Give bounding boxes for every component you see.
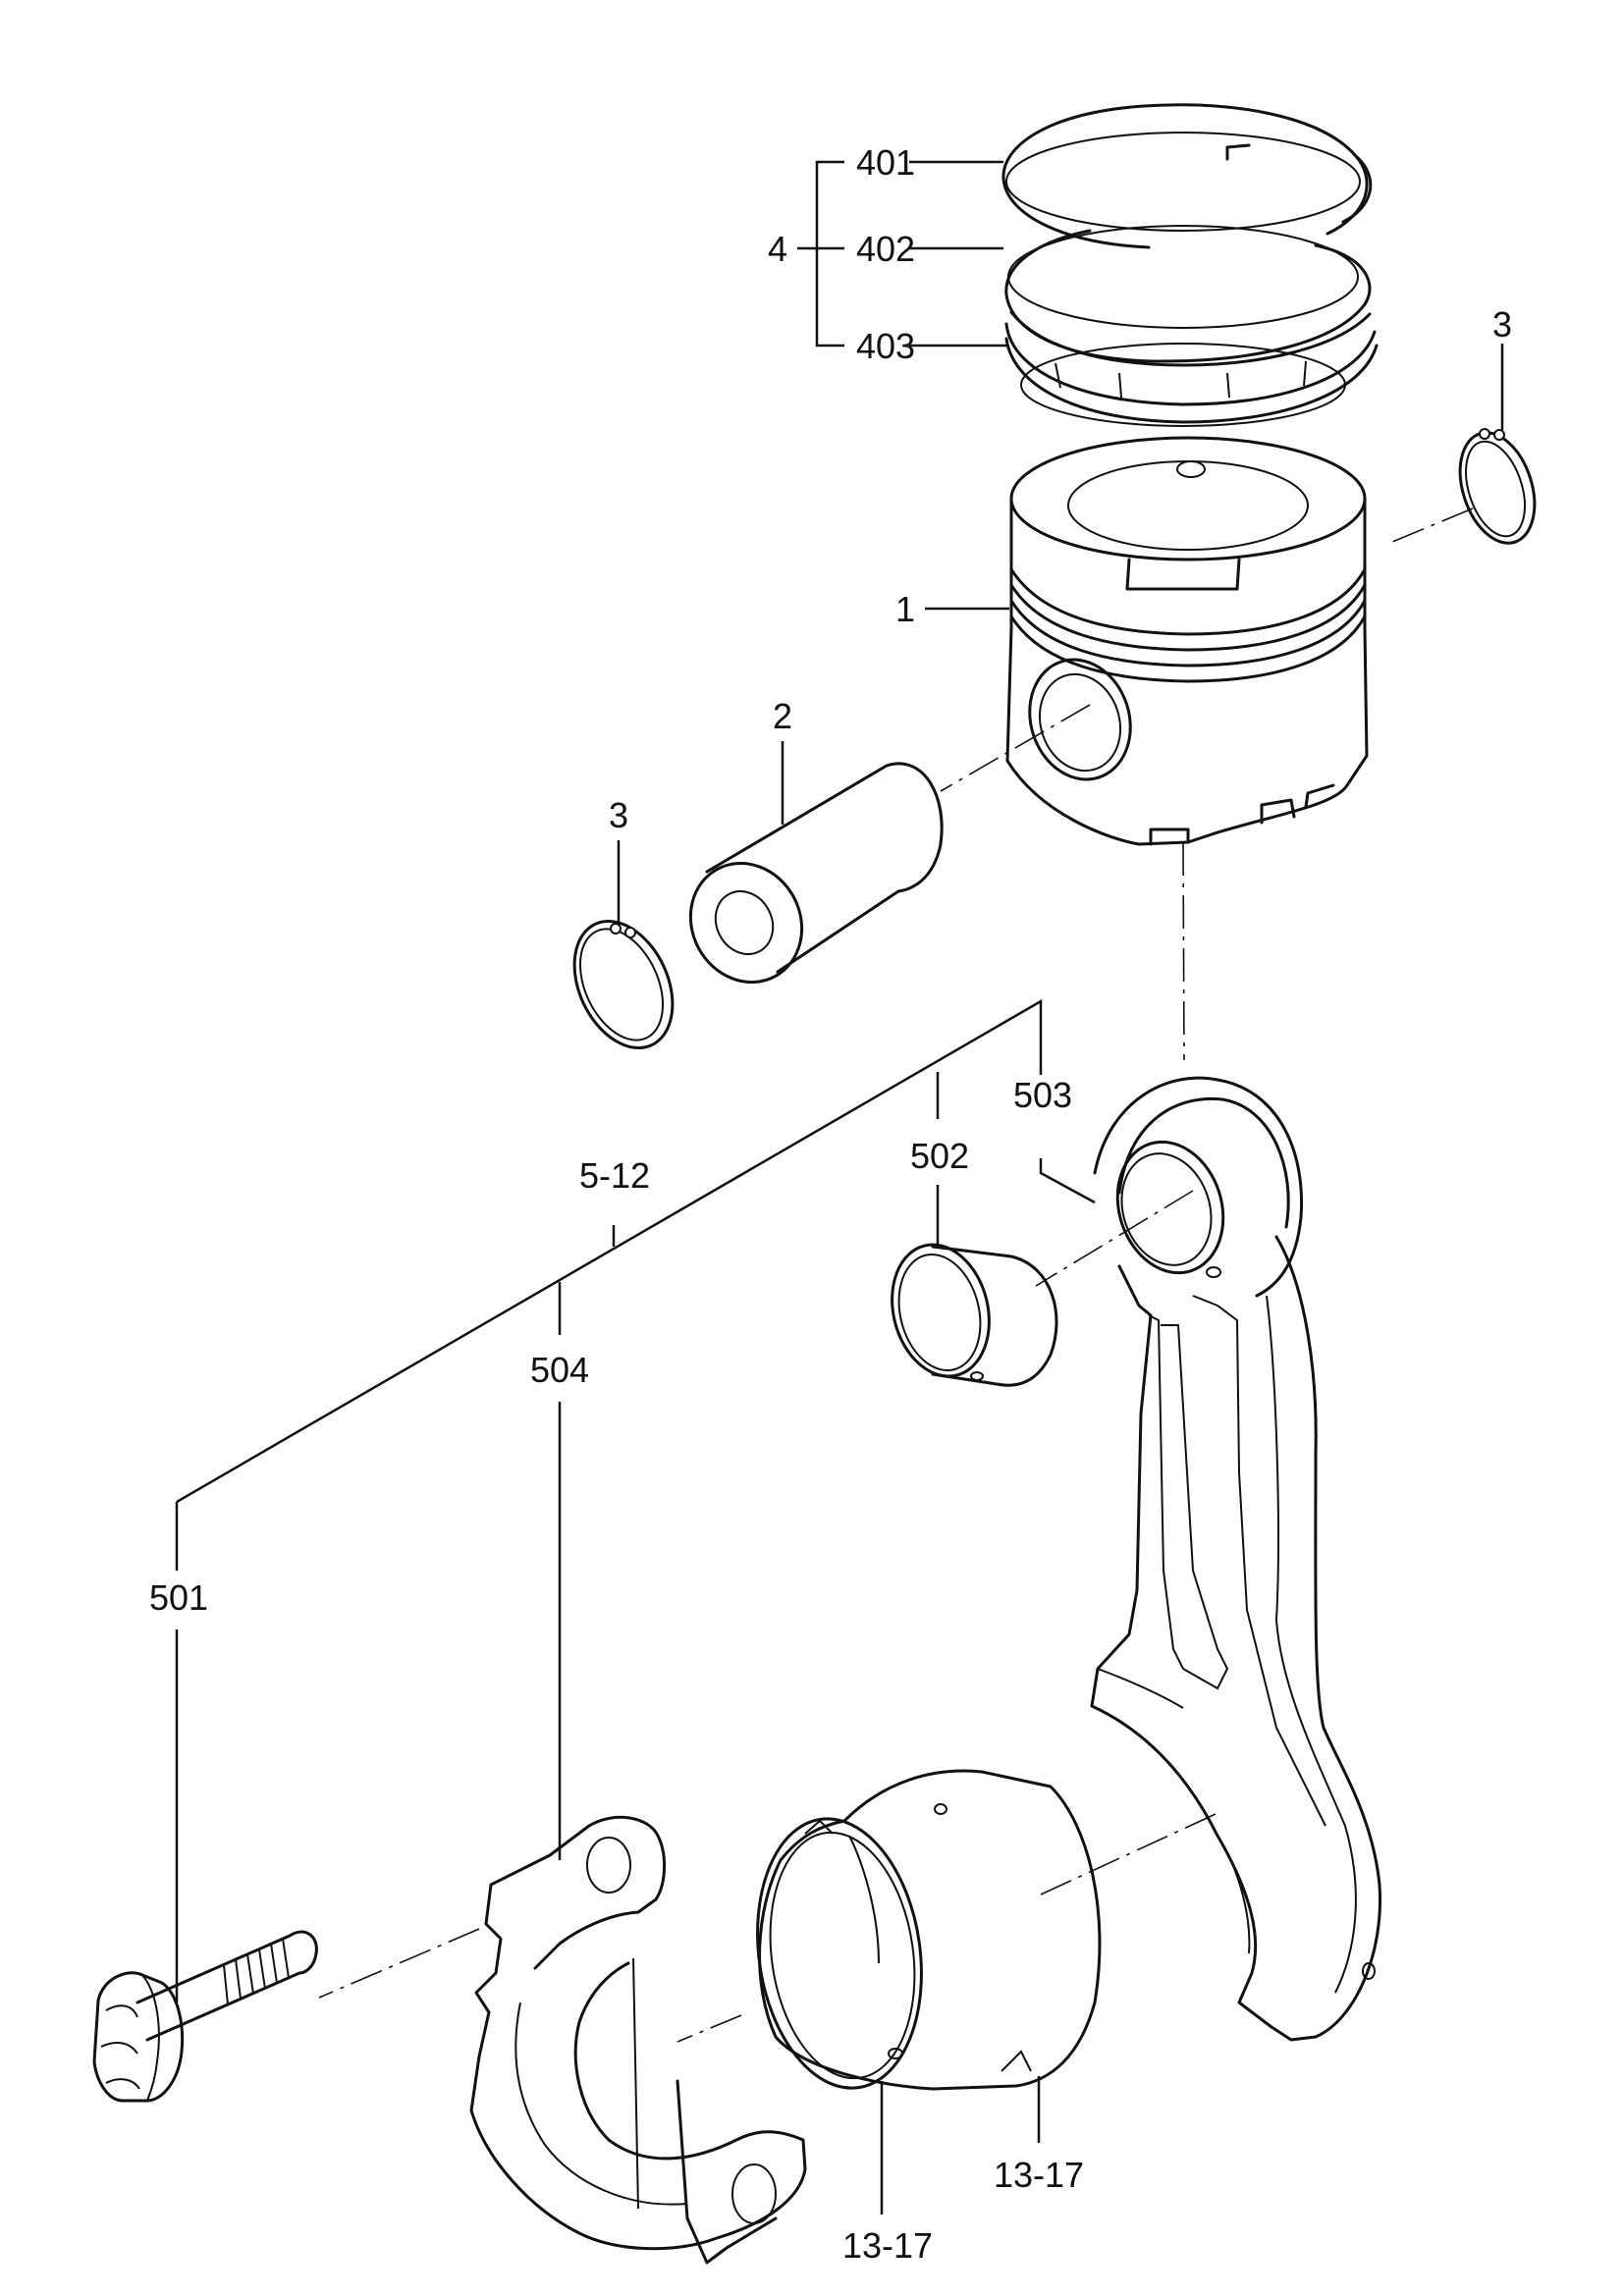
callout-ring-set-4: 4	[768, 229, 787, 269]
alignment-axes	[318, 507, 1474, 2043]
big-end-bearing	[756, 1769, 1102, 2091]
connecting-rod-cap	[469, 1815, 807, 2265]
callout-ring-403: 403	[856, 326, 915, 366]
callout-piston-1: 1	[895, 589, 915, 629]
callout-snap-ring-left-3: 3	[609, 795, 628, 835]
piston	[1005, 436, 1369, 846]
piston-ring-401	[1001, 103, 1373, 249]
piston-ring-403	[1004, 322, 1379, 427]
callout-rod-bolt-501: 501	[149, 1577, 208, 1618]
callout-labels: 401 402 403 4 1 3 2 3 503 502 5-12 504 5…	[149, 142, 1512, 2266]
callout-bearing-13-17-left: 13-17	[842, 2225, 933, 2266]
callout-bearing-13-17-right: 13-17	[994, 2155, 1084, 2195]
connecting-rod-bolt	[92, 1930, 318, 2103]
piston-pin	[688, 762, 944, 985]
callout-snap-ring-right-3: 3	[1492, 304, 1512, 345]
piston-ring-402	[1004, 225, 1372, 367]
callout-rod-assembly-5-12: 5-12	[579, 1155, 650, 1196]
small-end-bushing	[891, 1243, 1058, 1387]
leader-lines	[175, 160, 1504, 2215]
callout-rod-cap-504: 504	[530, 1350, 589, 1390]
callout-rod-body-503: 503	[1013, 1075, 1072, 1115]
callout-piston-pin-2: 2	[773, 696, 792, 736]
callout-ring-402: 402	[856, 229, 915, 269]
callout-rod-bushing-502: 502	[910, 1136, 969, 1176]
snap-ring-right	[1458, 428, 1537, 545]
connecting-rod	[1090, 1076, 1382, 2042]
snap-ring-left	[572, 920, 675, 1049]
callout-ring-401: 401	[856, 142, 915, 183]
